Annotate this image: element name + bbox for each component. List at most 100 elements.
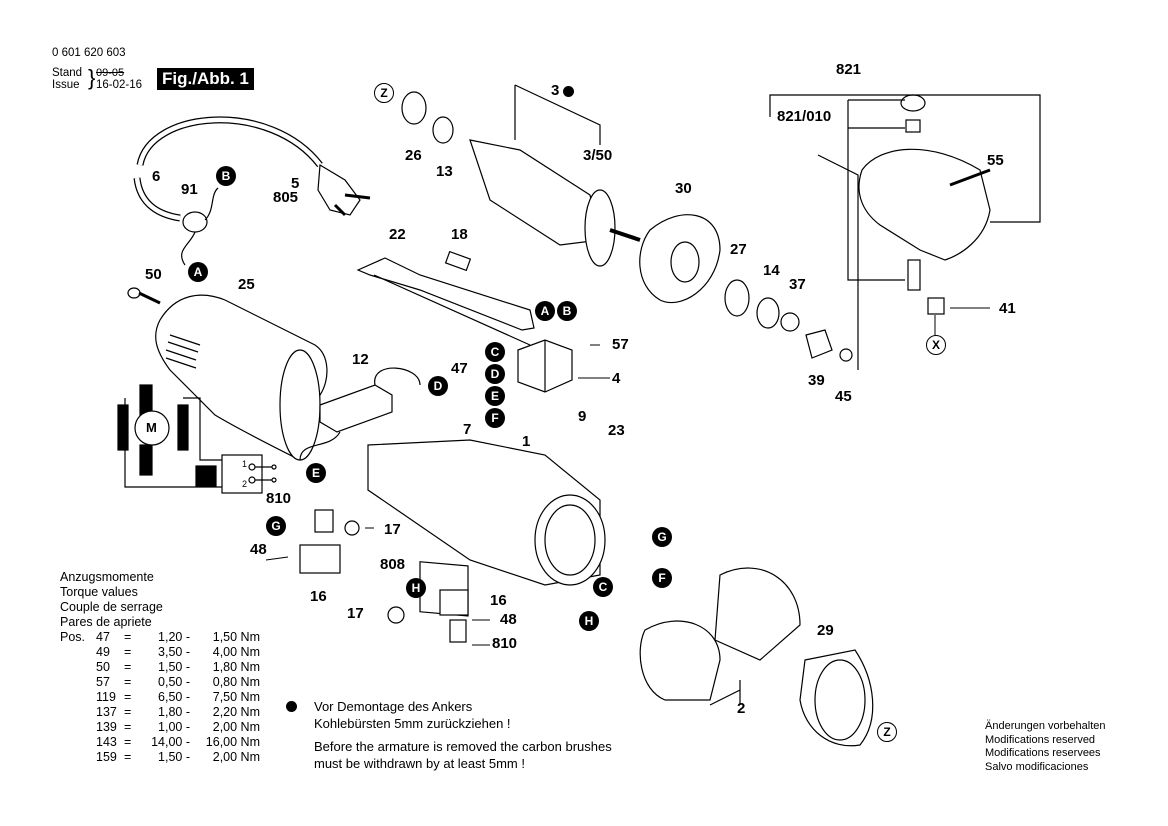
issue-label: Issue	[52, 79, 80, 91]
torque-pos: 47	[96, 630, 110, 644]
connector-e-badge-capacitor: E	[306, 463, 326, 483]
torque-row: 49=3,50 -4,00 Nm	[60, 645, 260, 660]
torque-eq: =	[124, 735, 132, 749]
fan-guide-30-drawing	[639, 214, 721, 304]
torque-pos-label	[60, 645, 96, 660]
torque-values-block: Anzugsmomente Torque values Couple de se…	[60, 570, 260, 765]
torque-pos-label	[60, 735, 96, 750]
callout-16-left: 16	[310, 588, 327, 605]
disclaimer-en: Modifications reserved	[985, 733, 1096, 746]
motor-symbol-label: M	[146, 420, 157, 435]
field-coil-2-drawing	[639, 567, 801, 706]
torque-min: 1,80 -	[158, 705, 190, 719]
torque-pos-label	[60, 750, 96, 765]
callout-27: 27	[730, 241, 747, 258]
connector-f-badge-coil: F	[652, 568, 672, 588]
callout-2: 2	[737, 700, 746, 717]
torque-pos-label	[60, 660, 96, 675]
terminal-2-label: 2	[242, 479, 248, 489]
dismantling-note: Vor Demontage des Ankers Kohlebürsten 5m…	[314, 698, 612, 772]
torque-max: 7,50 Nm	[212, 690, 260, 704]
terminal-1-label: 1	[242, 459, 248, 469]
callout-48-left: 48	[250, 541, 267, 558]
disclaimer-es: Salvo modificaciones	[985, 760, 1089, 773]
torque-row: 57=0,50 -0,80 Nm	[60, 675, 260, 690]
callout-25: 25	[238, 276, 255, 293]
gear-parts-drawing	[724, 154, 859, 370]
note-en-line-2: must be withdrawn by at least 5mm !	[314, 756, 525, 771]
torque-pos-label	[60, 690, 96, 705]
torque-pos-label: Pos.	[60, 630, 86, 644]
note-de-line-1: Vor Demontage des Ankers	[314, 699, 473, 714]
torque-eq: =	[124, 690, 132, 704]
callout-13: 13	[436, 163, 453, 180]
callout-3: 3	[551, 82, 560, 99]
callout-29: 29	[817, 622, 834, 639]
callout-14: 14	[763, 262, 780, 279]
torque-eq: =	[124, 750, 132, 764]
note-de-line-2: Kohlebürsten 5mm zurückziehen !	[314, 716, 511, 731]
reference-x-ring: X	[926, 335, 946, 355]
torque-row: 119 = 6,50 - 7,50 Nm	[60, 690, 260, 705]
callout-48-right: 48	[500, 611, 517, 628]
connector-d-badge-switch: D	[485, 364, 505, 384]
switch-4-drawing	[517, 339, 573, 393]
callout-5: 5	[291, 175, 300, 192]
connector-c-badge-switch: C	[485, 342, 505, 362]
torque-pos-label	[60, 705, 96, 720]
torque-row: 159=1,50 -2,00 Nm	[60, 750, 260, 765]
callout-6: 6	[152, 168, 161, 185]
torque-min: 1,50 -	[158, 660, 190, 674]
connector-a-badge: A	[188, 262, 208, 282]
callout-55: 55	[987, 152, 1004, 169]
callout-50: 50	[145, 266, 162, 283]
torque-max: 4,00 Nm	[212, 645, 260, 659]
callout-17-bottom: 17	[347, 605, 364, 622]
torque-max: 2,00 Nm	[212, 750, 260, 764]
torque-row: 50=1,50 -1,80 Nm	[60, 660, 260, 675]
callout-1: 1	[522, 433, 531, 450]
torque-min: 1,50 -	[158, 750, 190, 764]
part-number: 0 601 620 603	[52, 47, 126, 59]
callout-805: 805	[273, 189, 299, 206]
torque-title-en: Torque values	[60, 585, 138, 599]
torque-min: 3,50 -	[158, 645, 190, 659]
bracket: }	[88, 65, 96, 90]
torque-max: 1,50 Nm	[212, 630, 260, 644]
callout-821: 821	[836, 61, 862, 78]
torque-min: 6,50 -	[158, 690, 190, 704]
figure-label: Fig./Abb. 1	[157, 68, 254, 90]
issue-date: 16-02-16	[96, 79, 143, 91]
callout-810-top: 810	[266, 490, 292, 507]
screw-50-drawing	[127, 287, 161, 305]
callout-7: 7	[463, 421, 472, 438]
connector-f-badge-switch: F	[485, 408, 505, 428]
torque-max: 2,20 Nm	[212, 705, 260, 719]
torque-pos: 139	[96, 720, 117, 734]
torque-row: 137=1,80 -2,20 Nm	[60, 705, 260, 720]
callout-821-010: 821/010	[777, 108, 832, 125]
torque-pos: 143	[96, 735, 117, 749]
wiring-schematic-drawing	[117, 384, 277, 494]
callout-16-right: 16	[490, 592, 507, 609]
callout-91: 91	[181, 181, 198, 198]
connector-g-badge-brush: G	[266, 516, 286, 536]
torque-title-de: Anzugsmomente	[60, 570, 154, 584]
callout-808: 808	[380, 556, 406, 573]
gear-housing-821-drawing	[769, 94, 1041, 315]
torque-pos: 119	[96, 690, 116, 704]
callout-17-top: 17	[384, 521, 401, 538]
bearing-flange-29-drawing	[799, 649, 874, 747]
connector-e-badge-switch: E	[485, 386, 505, 406]
torque-min: 1,00 -	[158, 720, 190, 734]
torque-title-es: Pares de apriete	[60, 615, 152, 629]
callout-23: 23	[608, 422, 625, 439]
torque-pos-label	[60, 720, 96, 735]
motor-housing-1-drawing	[367, 439, 606, 586]
switch-rod-22-drawing	[356, 250, 535, 346]
callout-3-50: 3/50	[583, 147, 613, 164]
callout-26: 26	[405, 147, 422, 164]
connector-c-badge-coil: C	[593, 577, 613, 597]
